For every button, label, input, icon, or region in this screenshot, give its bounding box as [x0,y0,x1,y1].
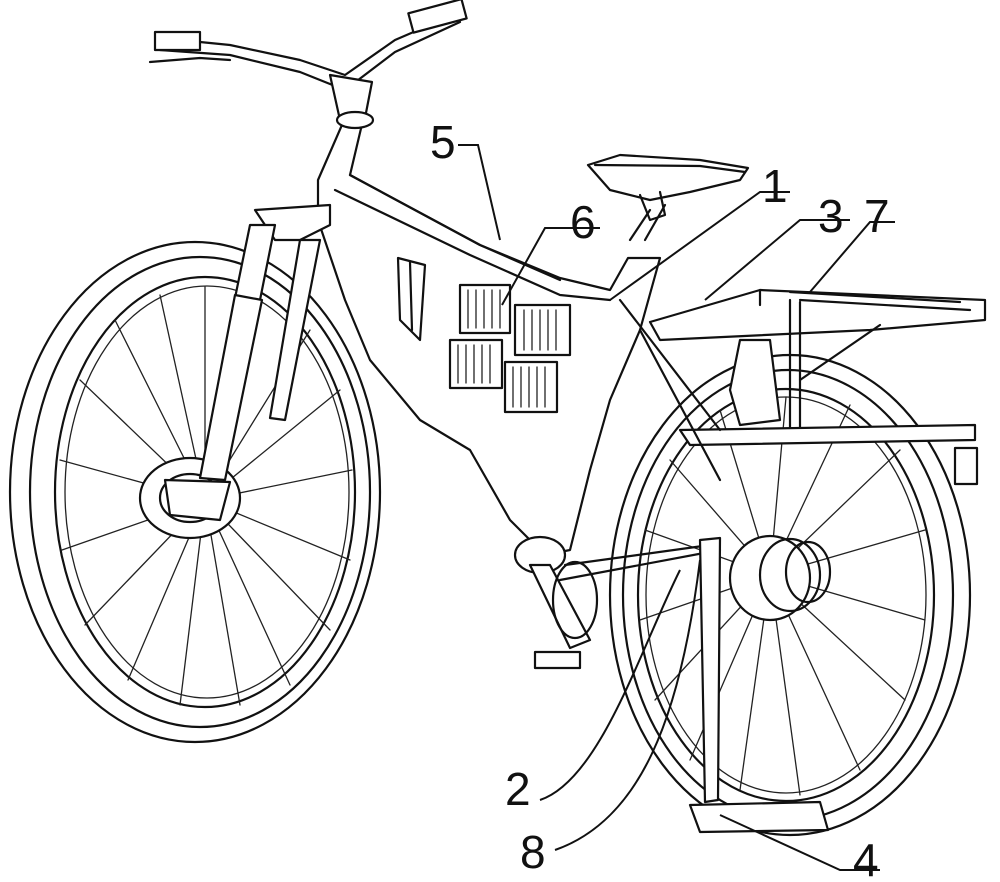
leader-lines [458,144,895,871]
leader-5 [458,144,501,241]
callout-labels: 5 6 1 3 7 2 8 4 [430,116,890,882]
front-fork [163,203,332,522]
saddle [586,153,750,222]
callout-5: 5 [430,116,456,168]
callout-4: 4 [853,834,879,882]
callout-6: 6 [570,196,596,248]
callout-2: 2 [505,763,531,815]
rear-rack [648,288,987,486]
leader-8 [554,559,701,851]
handlebar [148,0,468,130]
leader-2 [539,569,681,801]
frame [316,116,722,582]
leader-4 [719,814,880,871]
callout-8: 8 [520,826,546,878]
callout-3: 3 [818,190,844,242]
battery-vents [448,283,572,414]
leader-7 [809,221,895,293]
leader-1 [609,191,790,301]
callout-7: 7 [864,190,890,242]
leader-6 [501,227,600,306]
drivetrain [513,338,830,834]
leader-3 [704,219,850,301]
callout-1: 1 [762,160,788,212]
